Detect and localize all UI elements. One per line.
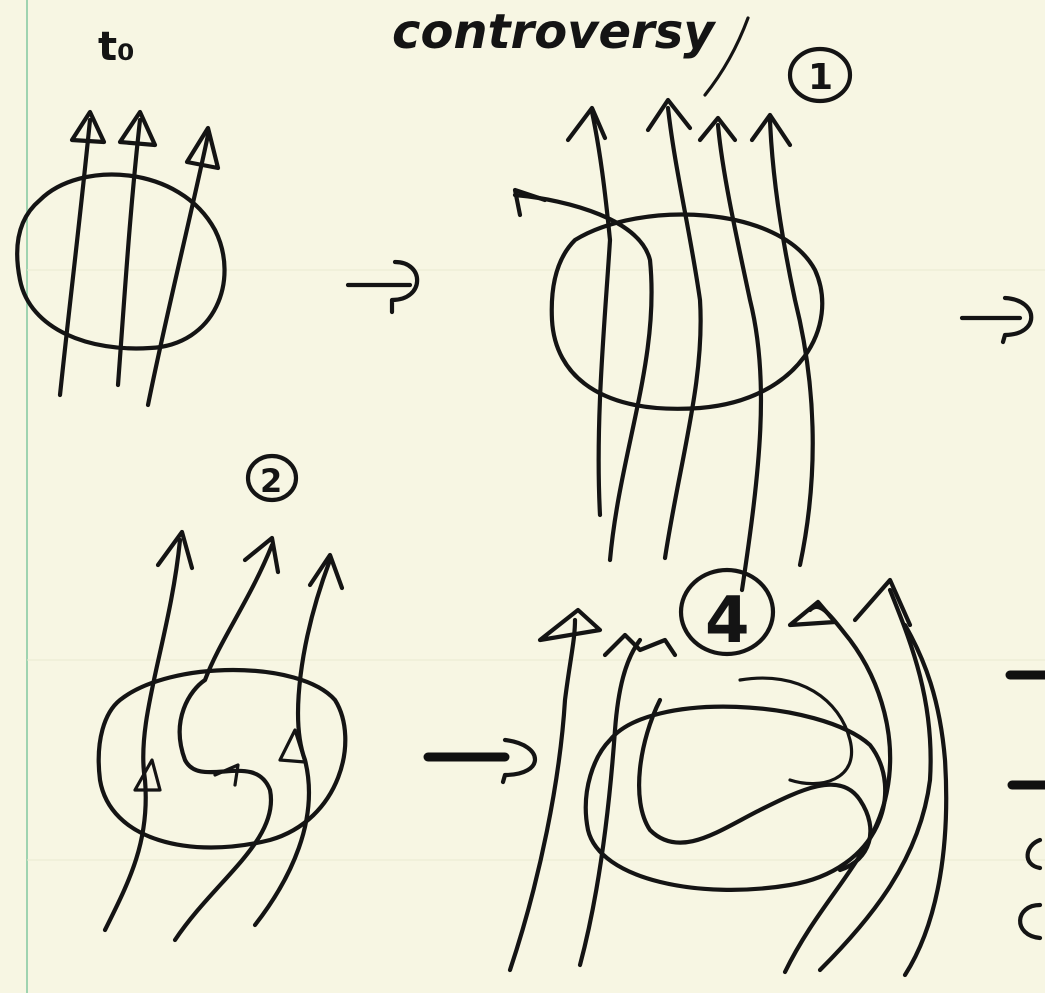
panel-t0-diagram [17,112,224,405]
panel-2-field-line-3 [255,560,330,925]
panel-1-field-line-4 [718,125,761,590]
panel-4-field-line-2 [580,640,640,965]
panel-2-inner-arrow-1 [135,760,160,790]
panel-1-field-line-1 [592,112,610,515]
panel-2-arrowhead-1 [158,532,192,568]
panel-4-inner-loop [740,678,852,784]
step-1-marker: 1 [790,49,850,101]
transition-arrow-1-right [962,298,1031,342]
t0-label: t₀ [98,24,135,70]
panel-1-diagram [515,100,822,590]
panel-1-sphere [552,215,823,409]
cut-off-marks-right-edge [1010,675,1045,938]
panel-4-arrowhead-1 [540,610,600,640]
panel-1-field-line-5 [770,120,813,565]
step-4-marker: 4 [681,570,773,658]
panel-2-field-line-2 [175,545,272,940]
panel-1-field-line-2 [515,195,652,560]
t0-field-line-2 [118,120,140,385]
t0-field-line-1 [60,120,90,395]
panel-4-field-line-4 [820,590,931,970]
page-title: controversy [392,4,716,60]
panel-4-field-line-1 [510,620,575,970]
step-4-label: 4 [705,584,750,658]
panel-2-field-line-1 [105,540,180,930]
panel-1-field-line-3 [665,108,701,558]
panel-4-arrowhead-3 [790,602,835,625]
panel-1-arrowhead-1 [568,108,605,140]
step-2-marker: 2 [248,456,296,500]
transition-arrow-2-to-4 [428,740,535,782]
step-1-label: 1 [808,57,833,98]
panel-2-inner-arrow-3 [215,765,238,785]
panel-2-diagram [99,532,346,940]
panel-4-sphere [586,707,885,890]
step-2-label: 2 [260,462,282,500]
